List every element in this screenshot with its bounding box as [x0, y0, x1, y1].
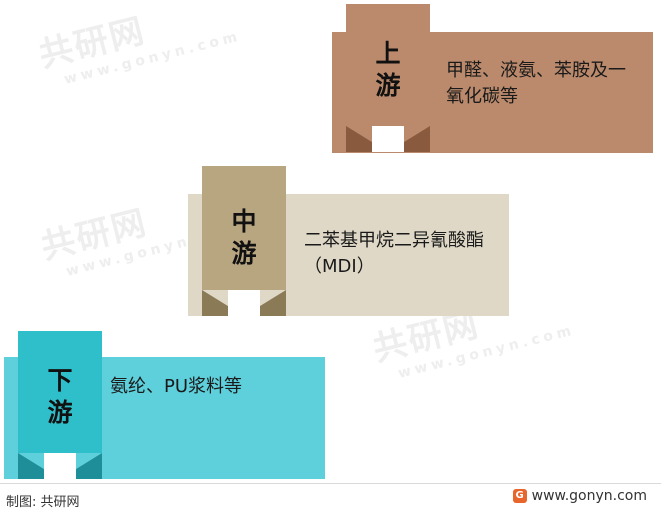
- site-brand: G www.gonyn.com: [512, 488, 647, 504]
- midstream-notch-cut: [228, 290, 260, 316]
- gonyn-logo-icon: G: [512, 489, 527, 503]
- midstream-tab: 中 游: [202, 166, 286, 290]
- downstream-notch-cut: [44, 453, 76, 479]
- site-url: www.gonyn.com: [531, 488, 647, 504]
- downstream-tab-label: 下 游: [47, 366, 73, 427]
- watermark-main: 共研网: [35, 10, 150, 76]
- upstream-notch-cut: [372, 126, 404, 152]
- midstream-tab-label: 中 游: [231, 207, 257, 268]
- upstream-tab: 上 游: [346, 4, 430, 126]
- downstream-tab: 下 游: [18, 331, 102, 453]
- downstream-text: 氨纶、PU浆料等: [110, 376, 243, 397]
- footer-divider: [0, 483, 661, 484]
- watermark-sub: www.gonyn.com: [62, 28, 243, 88]
- source-label: 制图: 共研网: [6, 495, 80, 510]
- upstream-tab-label: 上 游: [375, 39, 401, 100]
- watermark-sub: www.gonyn.com: [396, 322, 577, 382]
- watermark: 共研网 www.gonyn.com: [33, 0, 243, 92]
- upstream-text: 甲醛、液氨、苯胺及一氧化碳等: [446, 60, 626, 107]
- midstream-text: 二苯基甲烷二异氰酸酯（MDI）: [304, 230, 484, 277]
